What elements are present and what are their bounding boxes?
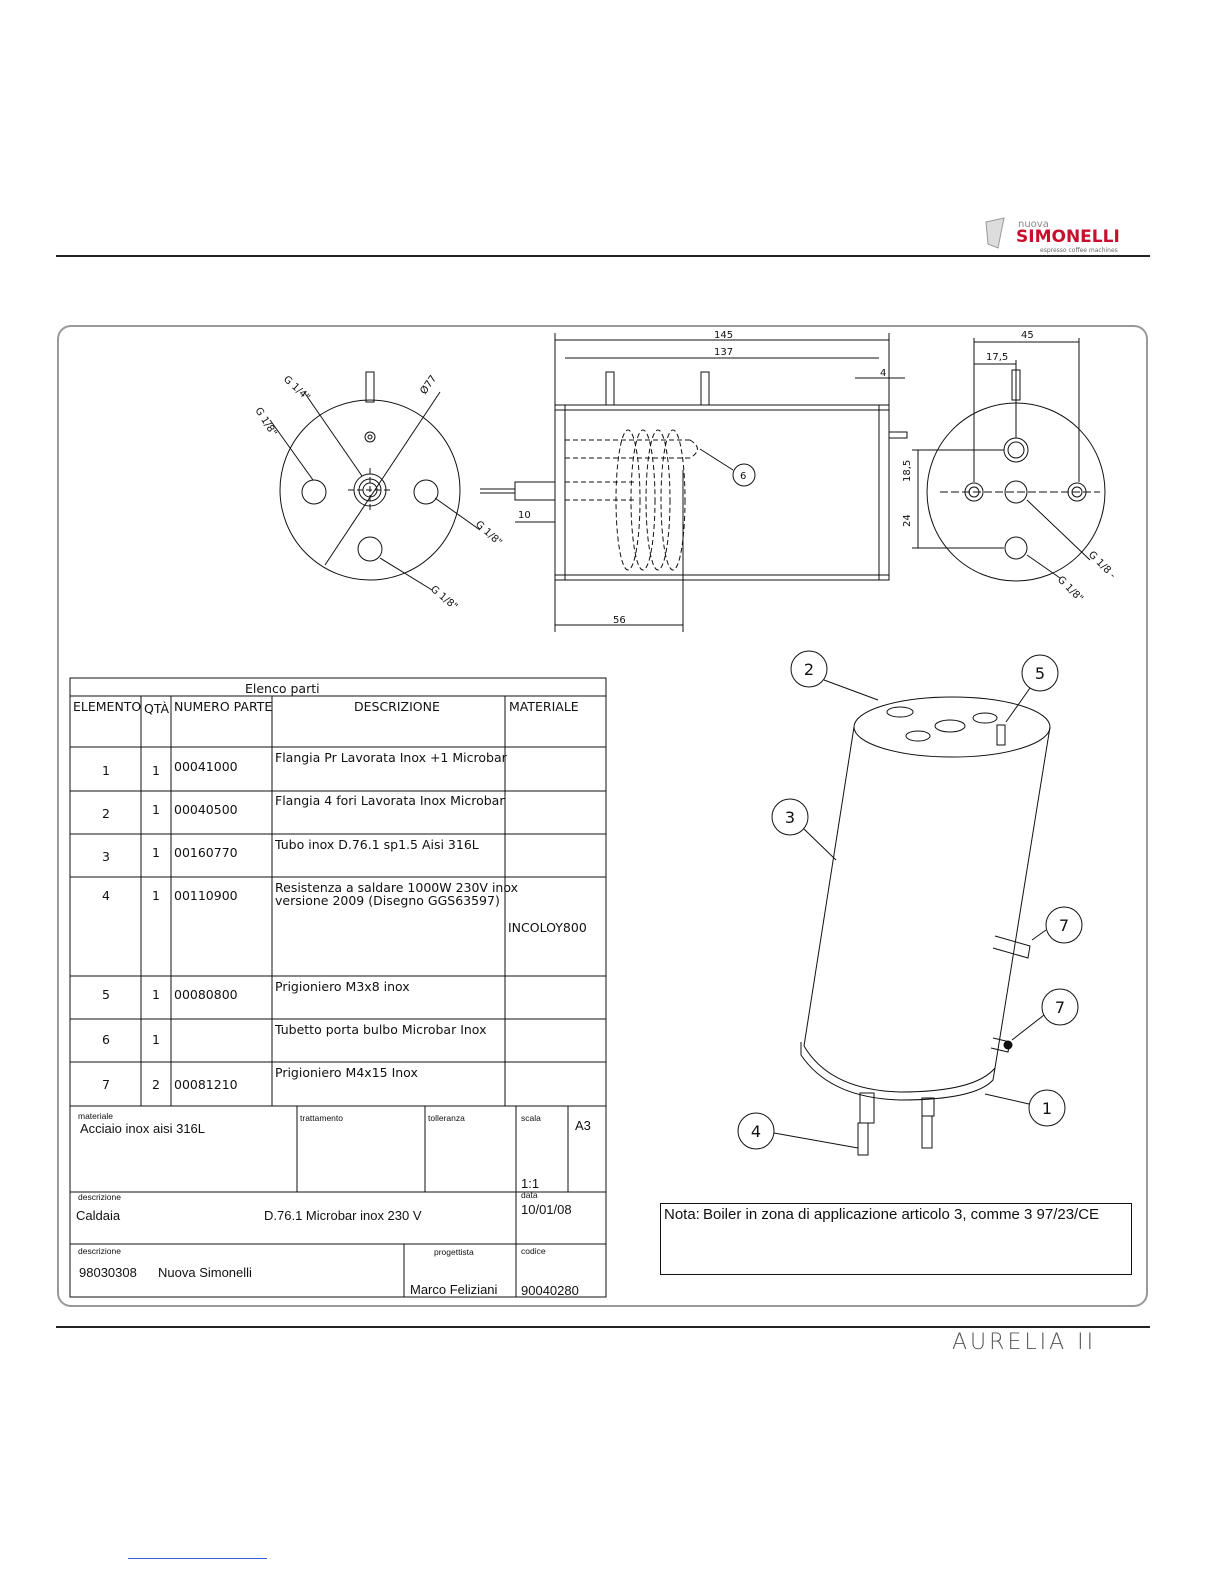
note-text: Boiler in zona di applicazione articolo … (703, 1206, 1100, 1223)
iso-balloon-3: 3 (785, 808, 795, 827)
dim-56: 56 (613, 615, 626, 626)
iso-boiler (800, 696, 1051, 1156)
iso-balloon-4: 4 (751, 1122, 761, 1141)
row5-el: 5 (102, 987, 110, 1002)
tb-progettista: Marco Feliziani (410, 1282, 498, 1297)
tb-company: Nuova Simonelli (158, 1265, 252, 1280)
tb-descrizione-b: D.76.1 Microbar inox 230 V (264, 1208, 422, 1223)
tb-scala: 1:1 (521, 1176, 540, 1191)
product-logo: AURELIA II (952, 1330, 1097, 1355)
note-label: Nota: (664, 1206, 700, 1223)
front-label-g18-bottom: G 1/8" (428, 584, 459, 613)
row1-pn: 00041000 (174, 759, 238, 774)
iso-balloon-7b: 7 (1055, 998, 1065, 1017)
dim-24: 24 (902, 514, 913, 527)
row6-el: 6 (102, 1032, 110, 1047)
right-label-g18-a: G 1/8 - (1086, 549, 1118, 581)
row4-pn: 00110900 (174, 888, 238, 903)
iso-balloon-2: 2 (804, 660, 814, 679)
row2-pn: 00040500 (174, 802, 238, 817)
tb-codice: 90040280 (521, 1283, 579, 1298)
tb-code-a: 98030308 (79, 1265, 137, 1280)
tb-data-label: data (521, 1190, 538, 1200)
tb-trattamento-label: trattamento (300, 1113, 343, 1123)
dim-18-5: 18,5 (902, 460, 913, 482)
row5-desc: Prigioniero M3x8 inox (275, 979, 410, 994)
iso-balloon-5: 5 (1035, 664, 1045, 683)
row4-desc: Resistenza a saldare 1000W 230V inox (275, 880, 519, 895)
tb-format: A3 (575, 1118, 591, 1133)
tb-codice-label: codice (521, 1246, 546, 1256)
parts-table-grid (69, 677, 607, 1298)
row7-el: 7 (102, 1077, 110, 1092)
footer-rule (56, 1326, 1150, 1328)
tb-descrizione-a: Caldaia (76, 1208, 121, 1223)
footer-link-underline[interactable] (128, 1558, 267, 1559)
logo-mark-icon (985, 217, 1005, 249)
tb-data: 10/01/08 (521, 1202, 572, 1217)
row3-el: 3 (102, 849, 110, 864)
logo-small-text: nuova (1018, 219, 1049, 230)
iso-balloon-1: 1 (1042, 1099, 1052, 1118)
row4-mat: INCOLOY800 (508, 920, 587, 935)
balloon-6-text: 6 (740, 471, 746, 482)
dim-45: 45 (1021, 330, 1034, 341)
front-label-g14: G 1/4" (281, 374, 312, 403)
tb-tolleranza-label: tolleranza (428, 1113, 465, 1123)
tb-descrizione-label: descrizione (78, 1192, 121, 1202)
row2-el: 2 (102, 806, 110, 821)
tb-progettista-label: progettista (434, 1247, 474, 1257)
row3-qty: 1 (152, 845, 160, 860)
row4-el: 4 (102, 888, 110, 903)
header-numero-parte: NUMERO PARTE (174, 699, 273, 714)
heating-coil (565, 429, 698, 571)
front-flange-outline (279, 399, 461, 581)
header-qta: QTÀ (144, 701, 170, 716)
dim-145: 145 (714, 330, 733, 341)
dim-10: 10 (518, 510, 531, 521)
row7-desc: Prigioniero M4x15 Inox (275, 1065, 418, 1080)
row3-desc: Tubo inox D.76.1 sp1.5 Aisi 316L (275, 837, 479, 852)
tb-materiale: Acciaio inox aisi 316L (80, 1121, 206, 1136)
row1-desc: Flangia Pr Lavorata Inox +1 Microbar (275, 750, 507, 765)
tb-descrizione2-label: descrizione (78, 1246, 121, 1256)
row7-qty: 2 (152, 1077, 160, 1092)
tb-materiale-label: materiale (78, 1111, 113, 1121)
logo-brand-text: SIMONELLI (1016, 227, 1120, 247)
drawing-frame (57, 325, 1148, 1307)
header-materiale: MATERIALE (509, 699, 579, 714)
front-label-g18-right: G 1/8" (473, 519, 504, 548)
iso-balloon-7a: 7 (1059, 916, 1069, 935)
row4-desc2: versione 2009 (Disegno GGS63597) (275, 893, 500, 908)
row1-qty: 1 (152, 763, 160, 778)
right-label-g18-b: G 1/8" (1055, 574, 1085, 604)
header-rule (56, 255, 1150, 257)
tb-scala-label: scala (521, 1113, 541, 1123)
row4-qty: 1 (152, 888, 160, 903)
row6-qty: 1 (152, 1032, 160, 1047)
header-descrizione: DESCRIZIONE (354, 699, 440, 714)
dim-4: 4 (880, 368, 886, 379)
row5-qty: 1 (152, 987, 160, 1002)
dim-17-5: 17,5 (986, 352, 1008, 363)
row1-el: 1 (102, 763, 110, 778)
row3-pn: 00160770 (174, 845, 238, 860)
side-boiler-body (554, 404, 890, 581)
header-elemento: ELEMENTO (73, 699, 142, 714)
row2-qty: 1 (152, 802, 160, 817)
dim-137: 137 (714, 347, 733, 358)
balloon-6-circle (732, 463, 756, 487)
row2-desc: Flangia 4 fori Lavorata Inox Microbar (275, 793, 505, 808)
parts-table-title: Elenco parti (245, 681, 320, 696)
logo-tagline-text: espresso coffee machines (1040, 247, 1118, 254)
front-stud (365, 371, 375, 403)
front-label-g18-left: G 1/8" (252, 406, 278, 439)
note-box (660, 1203, 1132, 1275)
row6-desc: Tubetto porta bulbo Microbar Inox (275, 1022, 487, 1037)
row5-pn: 00080800 (174, 987, 238, 1002)
row7-pn: 00081210 (174, 1077, 238, 1092)
brand-logo: nuova SIMONELLI espresso coffee machines (984, 214, 1160, 254)
front-label-diameter: Ø77 (418, 373, 440, 397)
